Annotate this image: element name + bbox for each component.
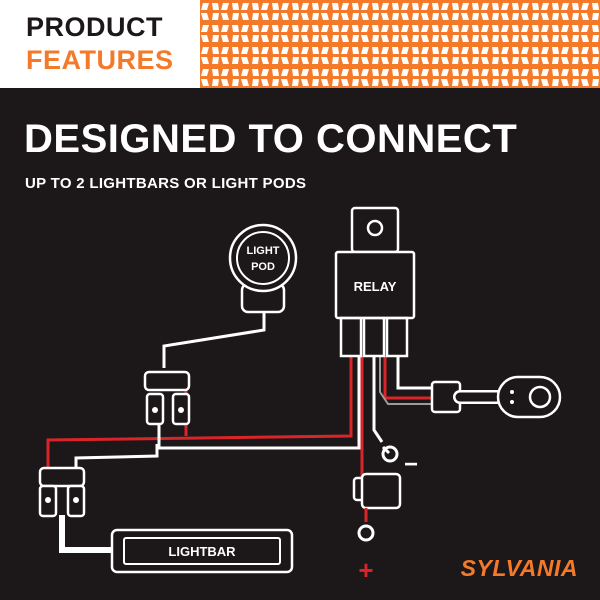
lightbar: LIGHTBAR: [110, 528, 294, 574]
positive-terminal: +: [357, 524, 375, 585]
relay: RELAY: [334, 206, 416, 358]
brand-logo: SYLVANIA: [460, 555, 578, 581]
pod-connector: [143, 370, 191, 426]
lightbar-lead: [59, 515, 112, 553]
negative-symbol: −: [404, 451, 418, 478]
negative-wires: [74, 312, 434, 486]
label-line-product: PRODUCT: [26, 12, 163, 42]
product-features-label: PRODUCT FEATURES: [0, 0, 200, 88]
negative-terminal: −: [381, 445, 418, 478]
page-title: DESIGNED TO CONNECT: [24, 117, 518, 161]
light-pod-label-1: LIGHT: [247, 245, 280, 257]
light-pod: LIGHT POD: [228, 223, 298, 314]
light-pod-label-2: POD: [251, 261, 275, 273]
lightbar-connector: [38, 466, 86, 518]
lightbar-label: LIGHTBAR: [168, 544, 236, 559]
fuse-holder: [352, 472, 402, 522]
positive-wires: [46, 356, 434, 478]
relay-label: RELAY: [354, 279, 397, 294]
battery-ring-connector: [430, 375, 562, 419]
positive-symbol: +: [358, 555, 373, 585]
label-line-features: FEATURES: [26, 45, 174, 75]
page-subtitle: UP TO 2 LIGHTBARS OR LIGHT PODS: [25, 175, 307, 192]
tread-pattern: [200, 0, 600, 88]
ground-lead: [379, 356, 434, 405]
